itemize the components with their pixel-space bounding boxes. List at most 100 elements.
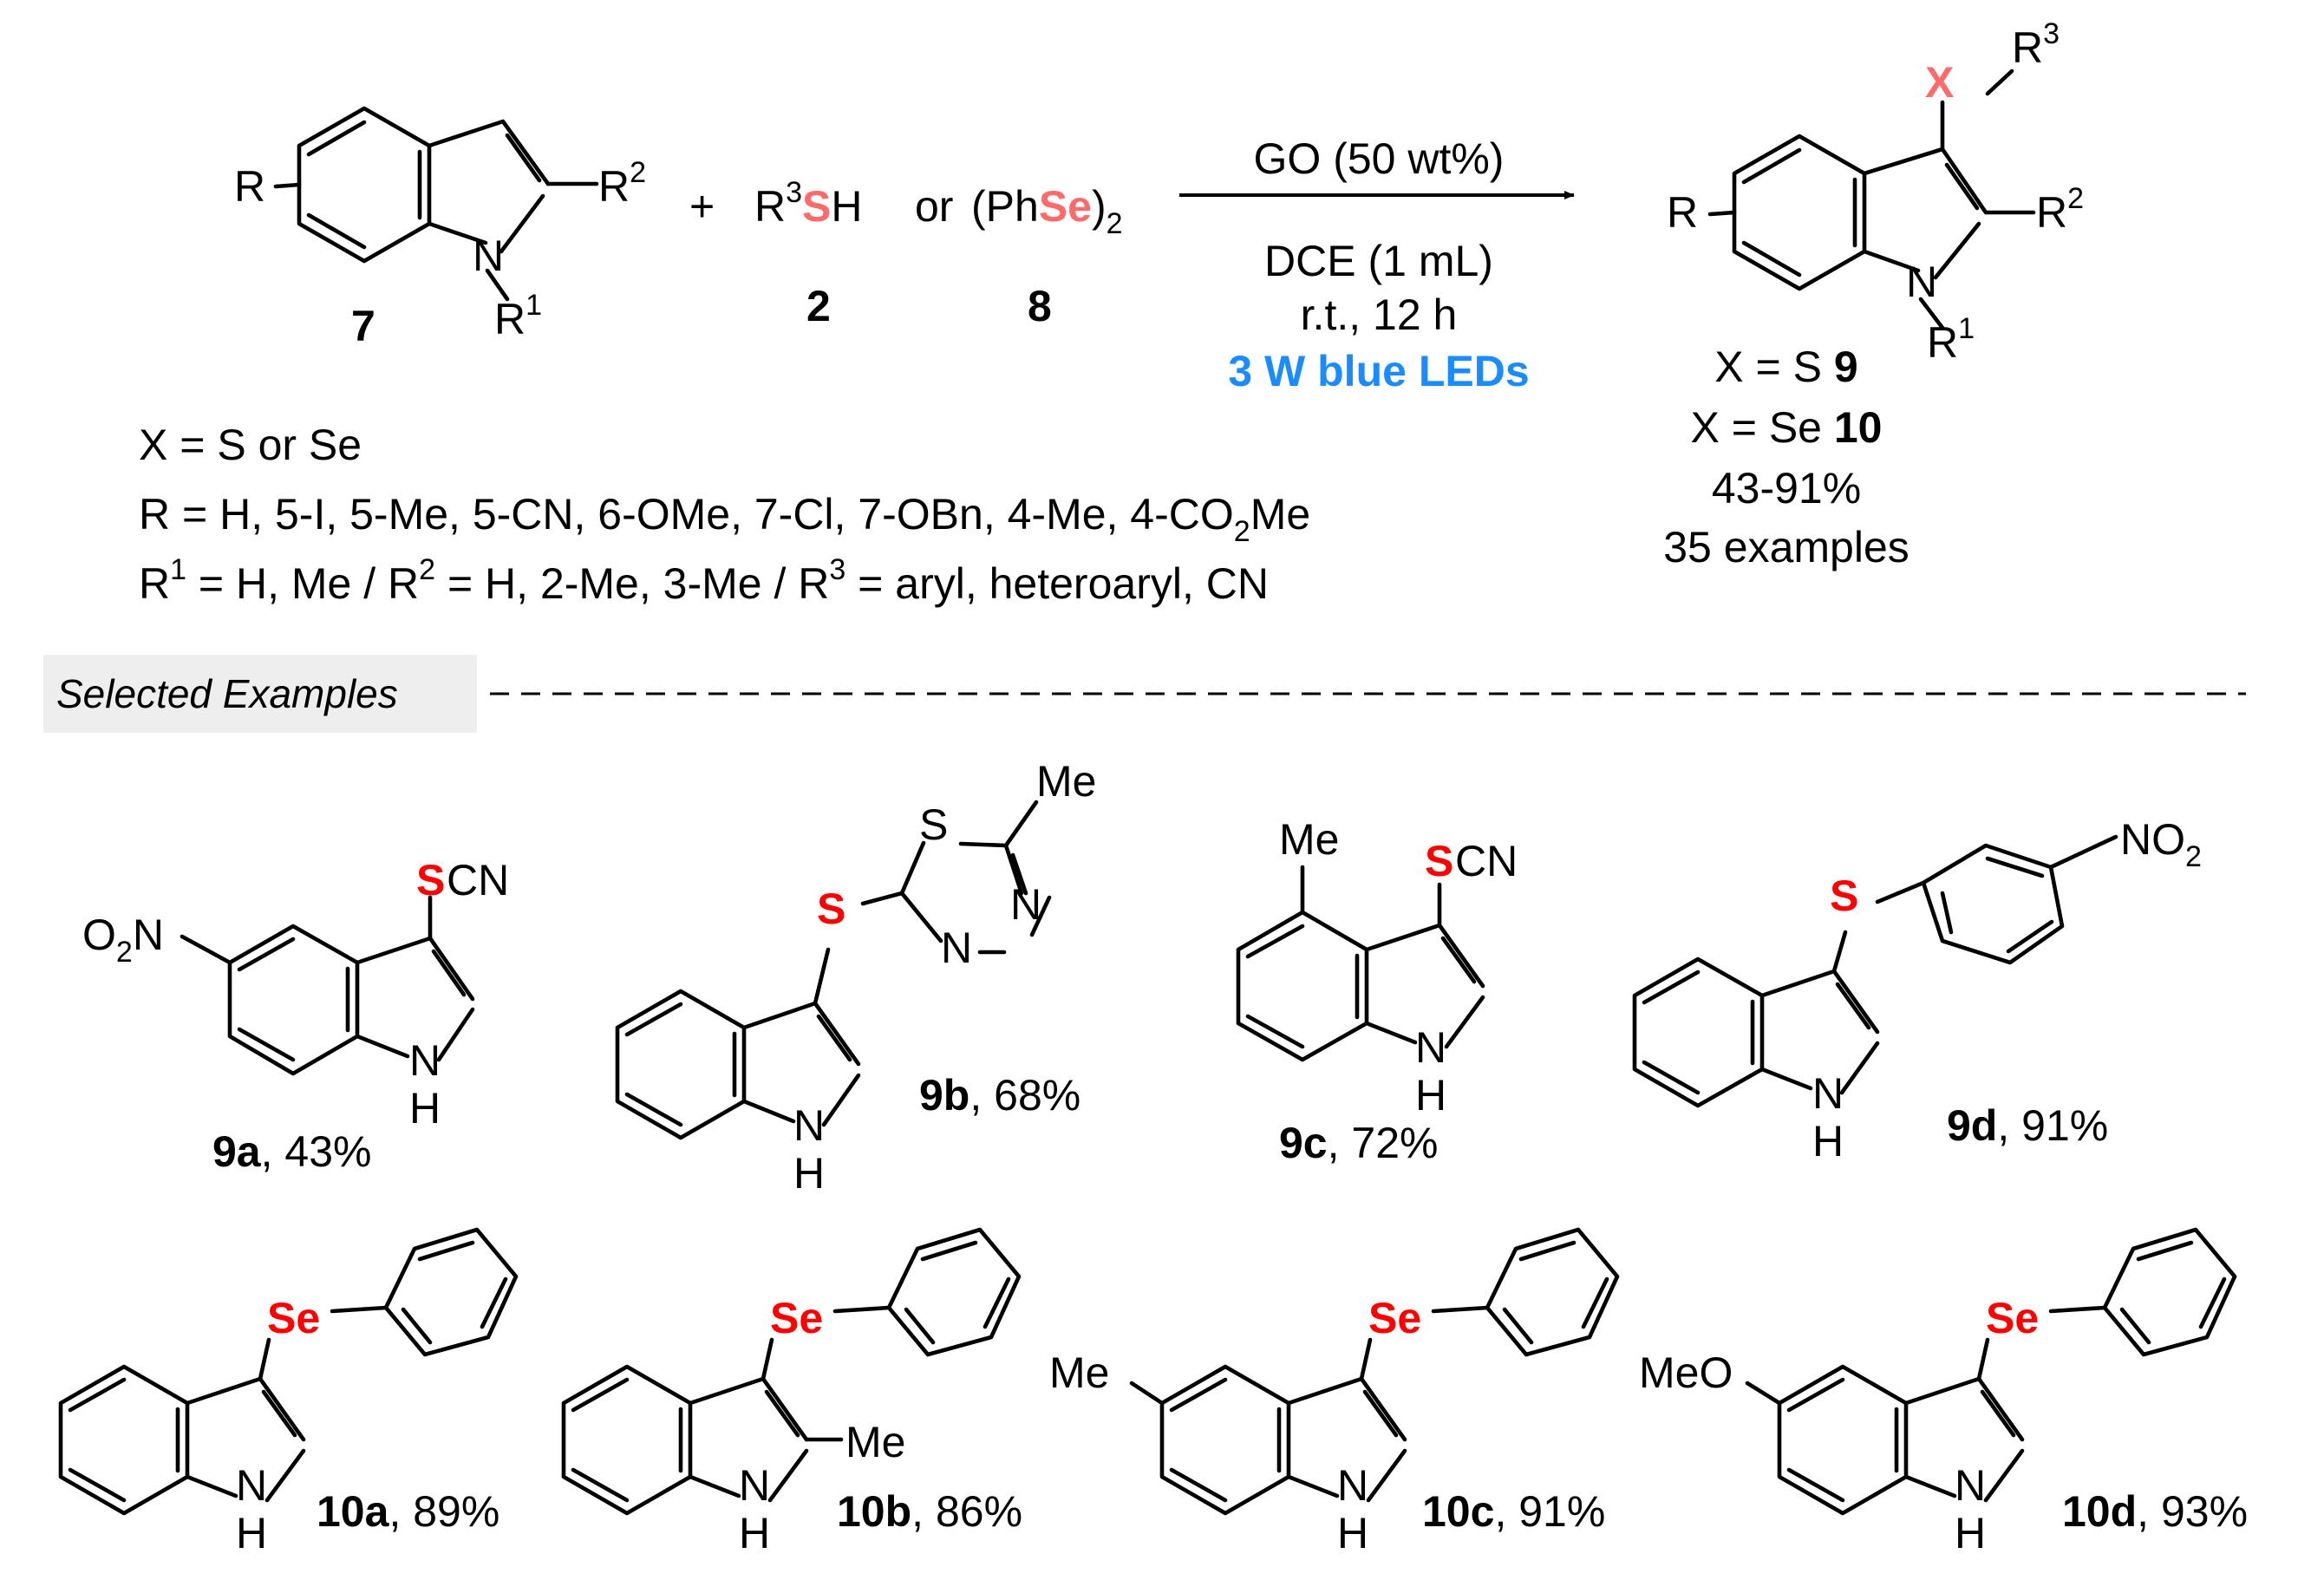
scope-lines: X = S or Se R = H, 5-I, 5-Me, 5-CN, 6-OM… xyxy=(139,421,1310,608)
ex9c-Me: Me xyxy=(1279,815,1339,864)
indole-7-R2-sup: 2 xyxy=(630,156,646,189)
ex10d-skeleton xyxy=(1745,1227,2237,1516)
ex9d-NO2-pre: NO xyxy=(2120,815,2185,864)
product-R1-letter: R xyxy=(1927,318,1958,367)
thiol-R-sup: 3 xyxy=(786,176,802,209)
ex9a-O2N-label: O2N xyxy=(82,911,164,969)
ex10c-skeleton xyxy=(1129,1227,1620,1516)
scope-r123-line: R1 = H, Me / R2 = H, 2-Me, 3-Me / R3 = a… xyxy=(139,553,1269,608)
ex9b-ring-S: S xyxy=(919,800,948,849)
ex9d-yield: , 91% xyxy=(1997,1101,2108,1150)
ex10c-yield: , 91% xyxy=(1494,1487,1605,1536)
ex10c-id: 10c xyxy=(1422,1487,1494,1536)
scope-r-sub: 2 xyxy=(1234,515,1250,548)
diselenide-sub: 2 xyxy=(1107,207,1123,240)
ex9a-O2N-pre: O xyxy=(82,911,116,959)
ex9d-NO2-label: NO2 xyxy=(2120,815,2202,873)
thiol-H: H xyxy=(831,182,862,231)
product-example-count: 35 examples xyxy=(1663,523,1909,571)
product-R1-sup: 1 xyxy=(1958,312,1975,345)
product-S-number: 9 xyxy=(1834,343,1858,391)
ex9a-yield: , 43% xyxy=(261,1127,372,1176)
ex10d-yield: , 93% xyxy=(2137,1487,2248,1536)
ex9b-yield: , 68% xyxy=(969,1071,1080,1120)
example-10c: Se Me N H 10c, 91% xyxy=(1049,1227,1620,1557)
diselenide-Se: Se xyxy=(1039,182,1092,231)
ex10c-N-label: N xyxy=(1337,1461,1368,1510)
example-9b: S S N N Me N H 9b, 68% xyxy=(615,757,1096,1198)
example-9d: S NO2 N H 9d, 91% xyxy=(1632,815,2202,1165)
product-Se-line: X = Se 10 xyxy=(1690,403,1882,452)
product-R3-label: R3 xyxy=(2012,17,2060,72)
condition-temp-time: r.t., 12 h xyxy=(1301,291,1458,339)
product-Se-number: 10 xyxy=(1834,403,1883,452)
ex10d-MeO-label: MeO xyxy=(1639,1348,1733,1397)
product-S-line: X = S 9 xyxy=(1714,343,1857,391)
scope-r-mid1: = H, Me / R xyxy=(186,559,419,608)
reaction-arrow-block: GO (50 wt%) DCE (1 mL) r.t., 12 h 3 W bl… xyxy=(1179,134,1575,395)
diselenide-post: ) xyxy=(1092,182,1107,231)
product-indole: X R3 R R2 N R1 xyxy=(1667,17,2084,367)
ex9a-H-label: H xyxy=(409,1084,441,1133)
ex10d-N-label: N xyxy=(1955,1461,1986,1510)
ex10b-id: 10b xyxy=(837,1487,911,1536)
thiol-2: R3SH 2 xyxy=(754,176,863,330)
compound-label-7: 7 xyxy=(351,302,375,350)
section-title: Selected Examples xyxy=(56,671,398,716)
ex10b-yield: , 86% xyxy=(911,1487,1022,1536)
ex9a-O2N-post: N xyxy=(133,911,164,959)
ex9c-N-label: N xyxy=(1415,1023,1446,1072)
example-10a: Se N H 10a, 89% xyxy=(58,1227,519,1557)
scope-r-line: R = H, 5-I, 5-Me, 5-CN, 6-OMe, 7-Cl, 7-O… xyxy=(139,490,1310,548)
diselenide-formula: (PhSe)2 xyxy=(971,182,1123,240)
ex9b-N1: N xyxy=(941,924,972,972)
ex10d-H-label: H xyxy=(1955,1509,1986,1557)
scope-x-line: X = S or Se xyxy=(139,421,362,469)
scope-r3-sup: 3 xyxy=(829,553,845,586)
indole-7-R-label: R xyxy=(234,162,265,211)
indole-7-N-label: N xyxy=(473,232,504,280)
indole-7-R2-letter: R xyxy=(598,162,630,211)
ex9d-skeleton xyxy=(1632,834,2118,1108)
ex9d-S-label: S xyxy=(1830,872,1858,920)
scope-r-pre: R = H, 5-I, 5-Me, 5-CN, 6-OMe, 7-Cl, 7-O… xyxy=(139,490,1234,539)
example-10b: Se Me N H 10b, 86% xyxy=(561,1227,1022,1557)
indole-7-R1-label: R1 xyxy=(494,289,542,343)
scope-r1-sup: 1 xyxy=(170,553,186,586)
thiol-formula: R3SH xyxy=(754,176,863,231)
ex9a-S-label: S xyxy=(416,856,445,904)
plus-sign: + xyxy=(689,182,715,231)
ex10b-Me-label: Me xyxy=(845,1418,905,1466)
product-R-label: R xyxy=(1667,188,1698,237)
ex9b-caption: 9b, 68% xyxy=(919,1071,1080,1120)
ex9b-N-label: N xyxy=(793,1101,825,1150)
ex10a-yield: , 89% xyxy=(388,1487,499,1536)
scope-r-mid2: = H, 2-Me, 3-Me / R xyxy=(435,559,829,608)
ex10a-skeleton xyxy=(58,1227,519,1516)
thiol-S: S xyxy=(802,182,831,231)
ex9b-S-linker: S xyxy=(817,885,845,933)
ex9d-id: 9d xyxy=(1947,1101,1997,1150)
ex9a-O2N-sub: 2 xyxy=(116,936,133,969)
condition-solvent: DCE (1 mL) xyxy=(1264,237,1493,285)
compound-label-2: 2 xyxy=(806,282,831,330)
ex9b-N2: N xyxy=(1010,880,1041,929)
ex10a-H-label: H xyxy=(236,1509,267,1557)
section-tag-background xyxy=(43,655,477,733)
ex10a-caption: 10a, 89% xyxy=(317,1487,499,1536)
ex10c-caption: 10c, 91% xyxy=(1422,1487,1605,1536)
ex9a-N-label: N xyxy=(409,1036,441,1085)
condition-light: 3 W blue LEDs xyxy=(1228,347,1529,395)
example-9a: S CN O2N N H 9a, 43% xyxy=(82,856,509,1176)
product-R1-label: R1 xyxy=(1927,312,1975,367)
ex10b-N-label: N xyxy=(739,1461,770,1510)
ex10d-Se-label: Se xyxy=(1986,1294,2039,1342)
product-Se-text: X = Se xyxy=(1690,403,1833,452)
ex9c-id: 9c xyxy=(1279,1119,1328,1167)
product-yield-range: 43-91% xyxy=(1712,464,1861,513)
or-word: or xyxy=(915,182,953,231)
example-9c: Me S CN N H 9c, 72% xyxy=(1236,815,1518,1167)
ex10a-N-label: N xyxy=(236,1461,267,1510)
ex9a-CN-label: CN xyxy=(447,856,509,904)
